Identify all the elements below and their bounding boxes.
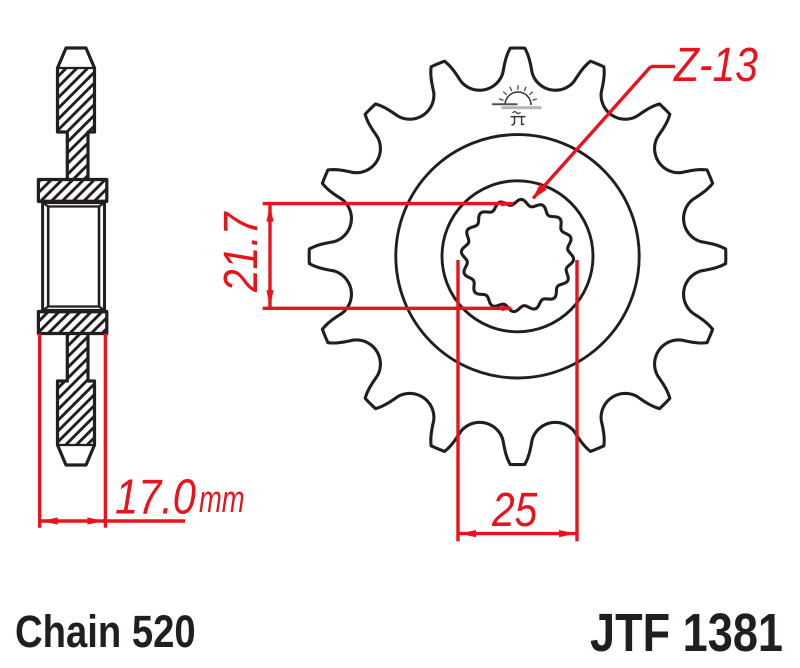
svg-text:Z-13: Z-13 [673,39,758,92]
svg-text:Chain 520: Chain 520 [15,606,196,657]
svg-text:21.7: 21.7 [215,211,268,293]
svg-text:mm: mm [199,479,245,521]
svg-text:25: 25 [491,484,537,537]
svg-text:JTF 1381: JTF 1381 [590,602,783,663]
svg-text:17.0: 17.0 [115,469,196,524]
